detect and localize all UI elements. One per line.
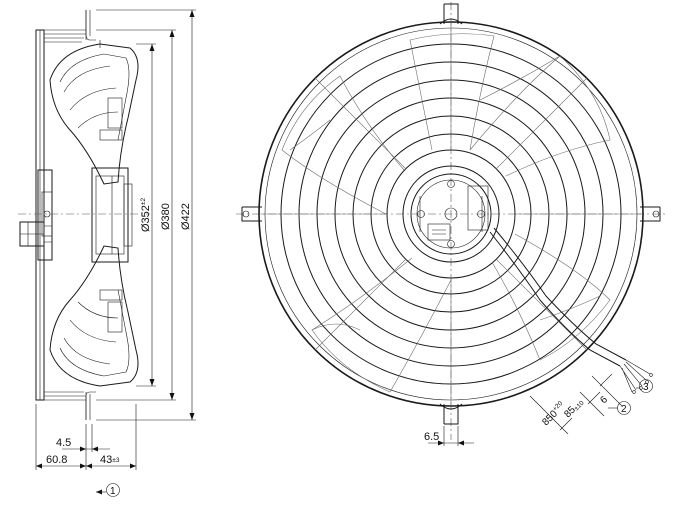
guard-wires-top <box>44 10 96 43</box>
fan-blades <box>281 33 611 393</box>
motor-hub-front <box>402 165 500 263</box>
mounting-feet <box>241 3 661 425</box>
lower-blade <box>49 245 139 387</box>
hub-bolt-right <box>477 210 485 218</box>
callout-3: 3 <box>636 379 653 393</box>
dim-label-diameter-422: Ø422 <box>180 203 192 230</box>
hub-bolt-top <box>447 180 455 188</box>
callout-1: 1 <box>96 483 120 497</box>
dim-label-diameter-352: Ø352±2 <box>140 198 152 232</box>
hub-bolt-left <box>417 210 425 218</box>
svg-text:3: 3 <box>643 382 649 393</box>
foot-width-dimension <box>428 426 474 446</box>
dim-label-diameter-380: Ø380 <box>160 203 172 230</box>
dim-label-85: 85±10 <box>562 397 586 421</box>
side-horizontal-dimensions <box>35 404 137 470</box>
svg-text:2: 2 <box>621 404 627 415</box>
dim-label-43: 43±3 <box>100 454 120 466</box>
svg-text:1: 1 <box>110 486 116 497</box>
upper-blade <box>49 43 139 185</box>
power-cable <box>489 227 653 394</box>
cable-dimensions <box>529 373 623 435</box>
callout-2: 2 <box>608 401 631 415</box>
front-view: 6 85±10 850+20 2 3 6.5 <box>236 2 666 446</box>
motor-hub <box>91 167 129 263</box>
terminal-box-front <box>467 185 489 231</box>
guard-spokes <box>259 22 643 406</box>
side-vertical-dimensions <box>96 9 196 421</box>
dim-label-4-5: 4.5 <box>56 437 71 449</box>
dim-label-6-5: 6.5 <box>424 431 439 443</box>
hub-bolt-bottom <box>447 240 455 248</box>
dim-label-6: 6 <box>598 394 610 406</box>
guard-wires-bottom <box>44 391 96 420</box>
side-view: Ø352±2 Ø380 Ø422 4.5 60.8 43±3 <box>18 9 196 497</box>
dim-label-60-8: 60.8 <box>46 454 67 466</box>
